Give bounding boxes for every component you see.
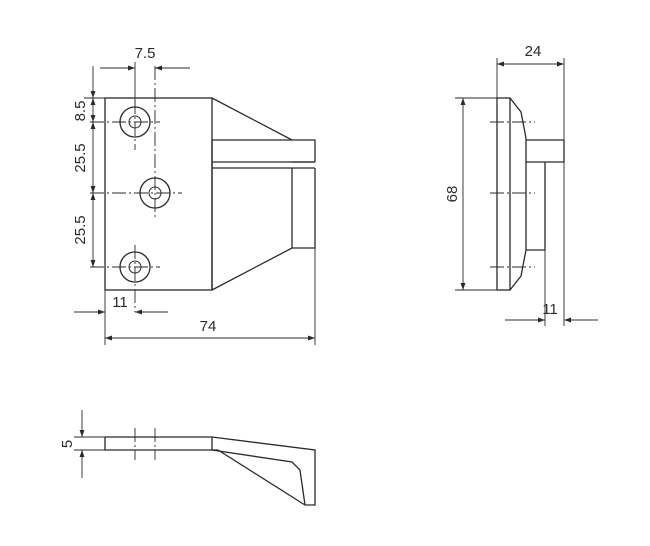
side-base-plate: [496, 97, 511, 291]
dim-hole-offset-x: 7.5: [135, 45, 156, 62]
side-stem: [526, 139, 565, 251]
front-view: 7.5 8.5 25.5 25.5 11 74: [72, 45, 316, 345]
dim-top-offset: 8.5: [72, 101, 89, 122]
dim-stem-thickness: 11: [542, 301, 558, 318]
dim-depth: 24: [525, 43, 542, 60]
side-bevel: [509, 97, 527, 291]
dim-left-flange: 11: [112, 294, 128, 311]
tapered-arm-lower: [211, 168, 316, 291]
dim-height: 68: [444, 186, 461, 203]
dim-overall-length: 74: [200, 318, 217, 335]
bottom-profile: [104, 436, 316, 506]
bottom-view: 5: [59, 410, 316, 506]
bottom-inner-edge: [211, 449, 306, 506]
tapered-arm: [211, 97, 316, 162]
dim-hole-pitch-upper: 25.5: [72, 143, 89, 172]
dim-hole-pitch-lower: 25.5: [72, 215, 89, 244]
side-view: 24 68 11: [444, 43, 598, 326]
dim-thickness: 5: [59, 440, 76, 448]
